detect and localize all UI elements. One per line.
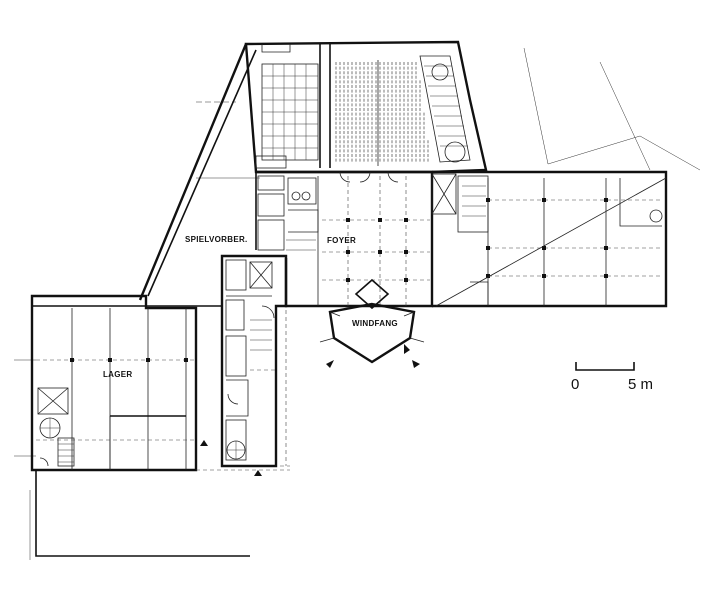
seat-row	[335, 117, 425, 121]
seat-row	[335, 85, 421, 88]
room-label-lager: LAGER	[103, 370, 133, 379]
scale-bar-start-label: 0	[571, 376, 579, 393]
seat-row	[335, 71, 417, 75]
seat-row	[335, 108, 421, 111]
room-label-windfang: WINDFANG	[352, 319, 398, 328]
seat-row	[335, 98, 421, 102]
seat-row	[335, 94, 421, 98]
seat-row	[335, 89, 421, 93]
seat-row	[335, 80, 421, 84]
foyer-block	[255, 170, 489, 308]
room-label-spielvorber: SPIELVORBER.	[185, 235, 248, 244]
seat-row	[335, 103, 421, 107]
stage-grid	[261, 63, 319, 161]
seat-row	[335, 144, 429, 148]
seat-row	[335, 140, 429, 144]
service-core	[220, 254, 290, 468]
room-label-foyer: FOYER	[327, 236, 356, 245]
seat-row	[335, 66, 417, 70]
seat-row	[335, 126, 425, 130]
site-context-lines	[14, 47, 701, 560]
seat-row	[335, 121, 425, 125]
seat-row	[335, 62, 417, 65]
windfang	[319, 278, 425, 368]
seat-row	[335, 112, 425, 116]
seat-row	[335, 75, 417, 79]
seating-block	[335, 60, 429, 166]
lager-block	[30, 294, 290, 557]
seat-row	[335, 149, 429, 153]
scale-bar: 0 5 m	[571, 362, 653, 393]
east-hall	[432, 170, 668, 308]
seat-row	[335, 154, 429, 157]
seat-row	[335, 131, 425, 134]
seat-row	[335, 135, 425, 139]
scale-bar-end-label: 5 m	[628, 376, 653, 393]
seat-row	[335, 158, 429, 162]
